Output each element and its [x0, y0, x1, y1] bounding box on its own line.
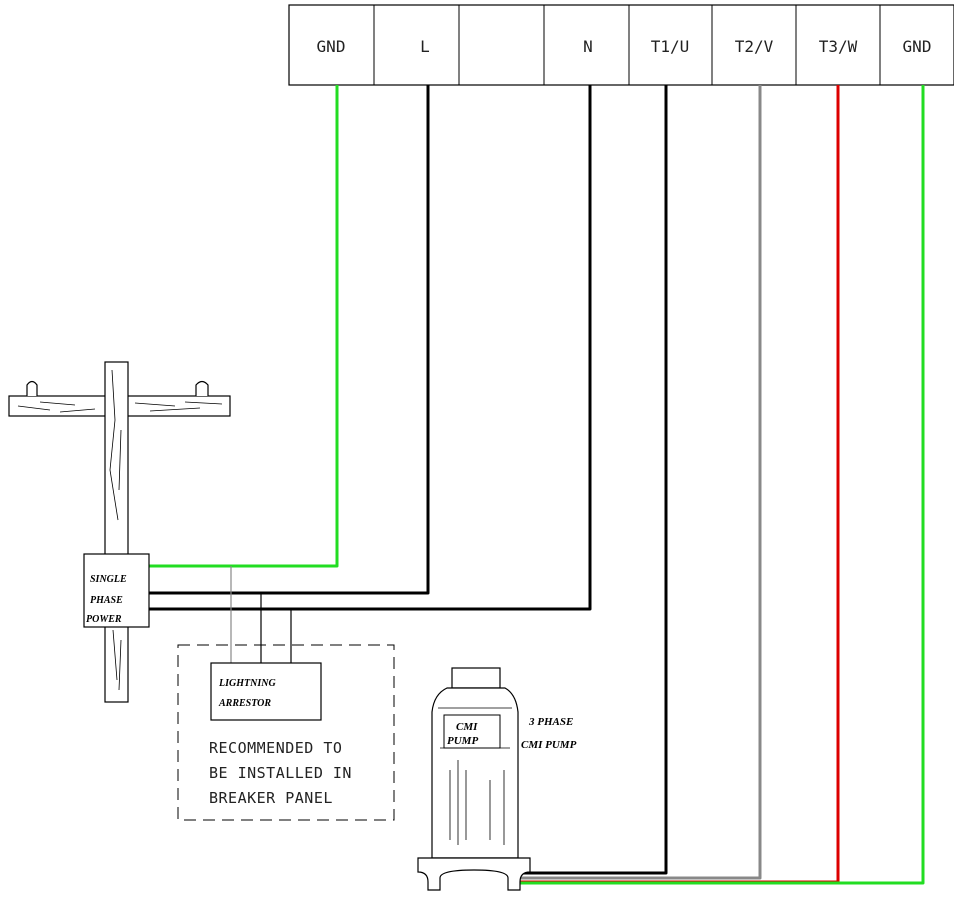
- wire-ground-left: [148, 85, 339, 568]
- wire-t3: [520, 85, 840, 884]
- cmi-pump: CMI PUMP: [417, 667, 531, 891]
- lightning-arrestor: LIGHTNING ARRESTOR: [210, 662, 322, 721]
- note-line1: RECOMMENDED TO: [209, 739, 342, 757]
- wire-neutral: [148, 85, 592, 611]
- terminal-l: L: [420, 37, 430, 56]
- wire-t2: [520, 85, 762, 880]
- pump-label-line2: PUMP: [447, 735, 478, 747]
- breaker-panel-outline: [177, 644, 395, 821]
- terminal-gnd-right: GND: [903, 37, 932, 56]
- utility-pole: [8, 361, 231, 703]
- power-box-line2: PHASE: [90, 595, 123, 606]
- terminal-n: N: [583, 37, 593, 56]
- wire-line: [148, 85, 430, 595]
- terminal-t2v: T2/V: [735, 37, 774, 56]
- terminal-block: GND L N T1/U T2/V T3/W GND: [288, 4, 954, 86]
- pump-caption-line1: 3 PHASE: [528, 716, 573, 728]
- arrestor-line2: ARRESTOR: [218, 698, 271, 709]
- pump-label-line1: CMI: [456, 721, 478, 733]
- power-box-line3: POWER: [86, 614, 122, 625]
- arrestor-taps: [230, 566, 292, 663]
- terminal-gnd-left: GND: [317, 37, 346, 56]
- pump-caption: 3 PHASE CMI PUMP: [521, 716, 577, 751]
- power-box-line1: SINGLE: [90, 574, 127, 585]
- wire-ground-right: [520, 85, 925, 885]
- single-phase-power-box: SINGLE PHASE POWER: [83, 553, 150, 628]
- note-line3: BREAKER PANEL: [209, 789, 333, 807]
- terminal-t3w: T3/W: [819, 37, 858, 56]
- terminal-t1u: T1/U: [651, 37, 690, 56]
- pump-caption-line2: CMI PUMP: [521, 739, 577, 751]
- note-line2: BE INSTALLED IN: [209, 764, 352, 782]
- wires: [148, 85, 925, 885]
- recommendation-note: RECOMMENDED TO BE INSTALLED IN BREAKER P…: [209, 739, 352, 807]
- arrestor-line1: LIGHTNING: [218, 678, 276, 689]
- wire-t1: [520, 85, 668, 875]
